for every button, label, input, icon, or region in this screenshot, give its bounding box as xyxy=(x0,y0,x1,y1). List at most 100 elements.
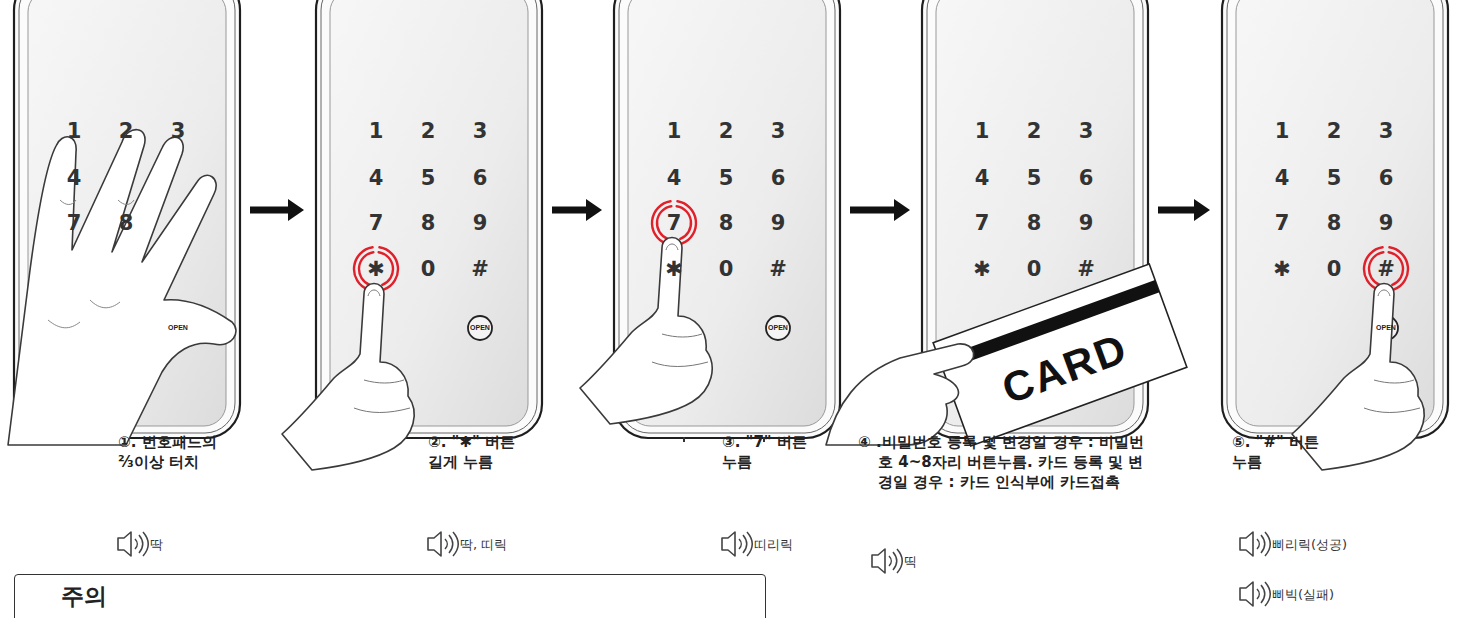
speaker-wave xyxy=(1257,582,1270,606)
sound-label: 삐리릭(성공) xyxy=(1272,537,1347,553)
hand-crease xyxy=(60,200,76,205)
knuckle-line xyxy=(354,380,410,413)
key-label: 6 xyxy=(763,165,793,191)
warning-mark: ! xyxy=(27,588,49,610)
speaker-icon xyxy=(1240,582,1270,606)
speaker-body xyxy=(722,532,735,556)
finger-nail xyxy=(1378,290,1390,296)
key-label: 1 xyxy=(967,118,997,144)
sound-label: 삐빅(실패) xyxy=(1272,587,1334,603)
flow-arrow xyxy=(250,199,304,221)
lock-panel: 123478OPEN xyxy=(14,0,240,438)
key-label: 0 xyxy=(413,256,443,282)
key-label: 0 xyxy=(1019,256,1049,282)
speaker-body xyxy=(1240,532,1253,556)
key-label: 9 xyxy=(763,210,793,236)
open-button xyxy=(468,316,492,340)
key-label: 4 xyxy=(1267,165,1297,191)
flow-arrow xyxy=(552,199,602,221)
open-label: OPEN xyxy=(167,323,189,333)
key-label: 5 xyxy=(711,165,741,191)
key-label: 4 xyxy=(59,165,89,191)
lock-panel: 123456789✱0#OPEN xyxy=(1222,0,1448,438)
finger-nail xyxy=(666,244,678,250)
step-caption: ③. "7" 버튼 누름 xyxy=(722,432,822,472)
key-label: 5 xyxy=(413,165,443,191)
step-caption: ⑤. "#" 버튼 누름 xyxy=(1232,432,1332,472)
finger xyxy=(282,284,414,471)
key-label: 2 xyxy=(1319,118,1349,144)
key-label: 8 xyxy=(711,210,741,236)
pointing-hand xyxy=(580,238,712,425)
key-label: 8 xyxy=(111,210,141,236)
step-caption: ①. 번호패드의 ⅔이상 터치 xyxy=(118,432,236,472)
key-label: 1 xyxy=(361,118,391,144)
open-label: OPEN xyxy=(1375,323,1397,333)
finger-nail xyxy=(368,290,380,296)
sound-label: 딱, 띠릭 xyxy=(460,537,507,553)
pointing-hand xyxy=(282,284,414,471)
knuckle-line xyxy=(1364,380,1420,413)
knuckle-line xyxy=(652,334,708,367)
key-label: 8 xyxy=(413,210,443,236)
step-caption: ④ .비밀번호 등록 및 변경일 경우 : 비밀번호 4~8자리 버튼누름. 카… xyxy=(858,432,1154,492)
key-label: 2 xyxy=(413,118,443,144)
lock-panel: 123456789✱0#OPEN xyxy=(614,0,840,438)
notice-heading: 주의 xyxy=(61,581,107,611)
key-label: 7 xyxy=(361,210,391,236)
key-label: ✱ xyxy=(361,256,391,282)
key-label: 1 xyxy=(659,118,689,144)
key-label: ✱ xyxy=(659,256,689,282)
key-label: 8 xyxy=(1019,210,1049,236)
key-label: 3 xyxy=(1071,118,1101,144)
key-label: 3 xyxy=(1371,118,1401,144)
touching-hand xyxy=(8,130,236,445)
lock-tick xyxy=(683,437,685,442)
lock-bezel xyxy=(1222,0,1448,438)
key-label: 6 xyxy=(465,165,495,191)
key-label: 0 xyxy=(1319,256,1349,282)
speaker-body xyxy=(1240,582,1253,606)
key-label: 5 xyxy=(1319,165,1349,191)
key-label: 9 xyxy=(1071,210,1101,236)
key-label: # xyxy=(1071,256,1101,282)
hand-crease xyxy=(48,320,80,328)
lock-panel: 123456789✱0#OPEN xyxy=(316,0,542,438)
speaker-wave xyxy=(1257,532,1270,556)
speaker-wave xyxy=(889,549,902,573)
lock-bezel-inner xyxy=(1227,0,1443,433)
key-label: # xyxy=(763,256,793,282)
key-label: 4 xyxy=(967,165,997,191)
key-label: 9 xyxy=(1371,210,1401,236)
key-label: 7 xyxy=(1267,210,1297,236)
speaker-body xyxy=(428,532,441,556)
key-label: ✱ xyxy=(967,256,997,282)
key-label: 0 xyxy=(711,256,741,282)
key-label: 3 xyxy=(163,118,193,144)
key-label: 4 xyxy=(659,165,689,191)
open-label: OPEN xyxy=(469,323,491,333)
speaker-wave xyxy=(445,532,458,556)
key-label: 1 xyxy=(1267,118,1297,144)
key-label: 6 xyxy=(1071,165,1101,191)
key-label: 3 xyxy=(465,118,495,144)
card-hand xyxy=(826,344,974,445)
key-label: 9 xyxy=(465,210,495,236)
lock-plate xyxy=(1236,0,1434,426)
open-button xyxy=(766,316,790,340)
speaker-body xyxy=(118,532,131,556)
key-label: ✱ xyxy=(1267,256,1297,282)
speaker-body xyxy=(872,549,885,573)
speaker-icon xyxy=(118,532,148,556)
key-label: 7 xyxy=(59,210,89,236)
key-label: 7 xyxy=(967,210,997,236)
open-label: OPEN xyxy=(767,323,789,333)
flow-arrow xyxy=(850,199,910,221)
speaker-wave xyxy=(739,532,752,556)
key-label: 5 xyxy=(1019,165,1049,191)
speaker-icon xyxy=(722,532,752,556)
step-caption: ②. "✱" 버튼 길게 누름 xyxy=(428,432,532,472)
